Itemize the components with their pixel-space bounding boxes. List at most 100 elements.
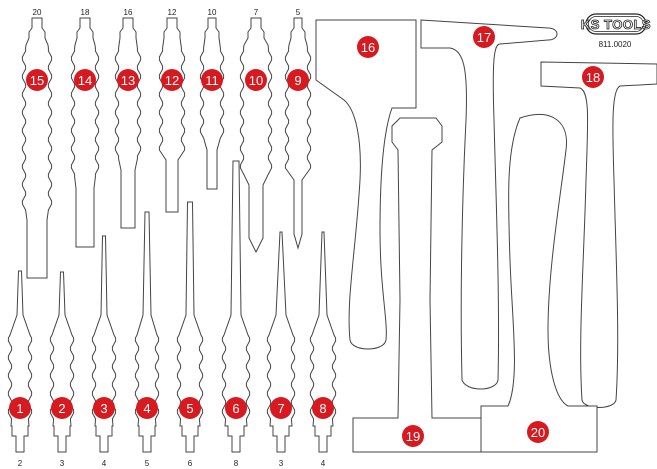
badge-number: 8 bbox=[319, 401, 326, 416]
punch-outline bbox=[7, 270, 33, 453]
size-label: 4 bbox=[102, 459, 107, 468]
badge-circle bbox=[93, 397, 115, 419]
badge-circle bbox=[161, 69, 183, 91]
badge-5: 5 bbox=[179, 397, 201, 419]
size-label: 6 bbox=[188, 459, 193, 468]
badge-circle bbox=[26, 69, 48, 91]
badge-circle bbox=[51, 397, 73, 419]
badge-number: 10 bbox=[249, 73, 263, 88]
badge-circle bbox=[473, 26, 495, 48]
badge-circle bbox=[402, 425, 424, 447]
size-label: 8 bbox=[234, 459, 239, 468]
badge-number: 11 bbox=[205, 73, 219, 88]
hammer-17-outline bbox=[420, 19, 558, 390]
badge-18: 18 bbox=[582, 66, 604, 88]
punch-outline bbox=[221, 160, 251, 453]
punch-outline bbox=[134, 211, 160, 453]
badge-6: 6 bbox=[225, 397, 247, 419]
badge-circle bbox=[179, 397, 201, 419]
badge-10: 10 bbox=[245, 69, 267, 91]
badge-9: 9 bbox=[287, 69, 309, 91]
badge-number: 6 bbox=[232, 401, 239, 416]
badge-circle bbox=[287, 69, 309, 91]
badge-8: 8 bbox=[312, 397, 334, 419]
punch-outline bbox=[239, 17, 273, 254]
badge-number: 3 bbox=[100, 401, 107, 416]
badge-17: 17 bbox=[473, 26, 495, 48]
badge-circle bbox=[582, 66, 604, 88]
size-label: 5 bbox=[296, 8, 301, 17]
punch-outline bbox=[21, 17, 53, 279]
part-number: 811.0020 bbox=[599, 40, 632, 49]
badge-1: 1 bbox=[9, 397, 31, 419]
badge-circle bbox=[312, 397, 334, 419]
badge-number: 17 bbox=[477, 30, 491, 45]
badge-number: 20 bbox=[531, 425, 545, 440]
punch-outline bbox=[284, 17, 312, 250]
badge-circle bbox=[357, 36, 379, 58]
badge-number: 18 bbox=[586, 70, 600, 85]
badge-number: 13 bbox=[121, 73, 135, 88]
badge-number: 7 bbox=[277, 401, 284, 416]
size-label: 10 bbox=[208, 8, 217, 17]
hammer-20-outline bbox=[480, 114, 598, 453]
size-label: 2 bbox=[18, 459, 23, 468]
badge-number: 2 bbox=[58, 401, 65, 416]
punch-outline bbox=[70, 17, 100, 248]
badge-19: 19 bbox=[402, 425, 424, 447]
badge-circle bbox=[117, 69, 139, 91]
hammer-18-outline bbox=[540, 61, 657, 408]
badge-number: 15 bbox=[30, 73, 44, 88]
size-label: 12 bbox=[168, 8, 177, 17]
badge-circle bbox=[136, 397, 158, 419]
size-label: 3 bbox=[279, 459, 284, 468]
punch-outline bbox=[114, 17, 142, 229]
badge-circle bbox=[201, 69, 223, 91]
badge-20: 20 bbox=[527, 421, 549, 443]
size-label: 18 bbox=[81, 8, 90, 17]
badge-4: 4 bbox=[136, 397, 158, 419]
badge-number: 12 bbox=[165, 73, 179, 88]
badge-11: 11 bbox=[201, 69, 223, 91]
punch-outline bbox=[176, 201, 204, 453]
size-label: 16 bbox=[124, 8, 133, 17]
badge-number: 19 bbox=[406, 429, 420, 444]
size-label: 3 bbox=[60, 459, 65, 468]
badge-number: 4 bbox=[143, 401, 150, 416]
badge-number: 1 bbox=[16, 401, 23, 416]
punch-outline bbox=[91, 235, 117, 453]
punch-outline bbox=[158, 17, 186, 213]
logo-badge-inner bbox=[588, 16, 644, 32]
tool-outlines bbox=[7, 17, 657, 453]
hammer-16-outline bbox=[315, 19, 417, 350]
badge-number: 9 bbox=[294, 73, 301, 88]
badge-circle bbox=[9, 397, 31, 419]
badge-12: 12 bbox=[161, 69, 183, 91]
size-label: 5 bbox=[145, 459, 150, 468]
size-label: 4 bbox=[321, 459, 326, 468]
badge-number: 14 bbox=[78, 73, 92, 88]
badge-circle bbox=[245, 69, 267, 91]
badge-2: 2 bbox=[51, 397, 73, 419]
ks-tools-logo: KS TOOLS bbox=[580, 13, 651, 35]
size-label: 7 bbox=[254, 8, 259, 17]
badge-16: 16 bbox=[357, 36, 379, 58]
logo-badge bbox=[585, 13, 647, 35]
badge-number: 16 bbox=[361, 40, 375, 55]
punch-outline bbox=[266, 231, 296, 453]
punch-outline bbox=[199, 17, 225, 190]
badge-number: 5 bbox=[186, 401, 193, 416]
logo-brand-text: KS TOOLS bbox=[581, 17, 651, 32]
punch-outline bbox=[49, 271, 75, 453]
punch-outline bbox=[309, 231, 337, 453]
badge-circle bbox=[74, 69, 96, 91]
badge-circle bbox=[527, 421, 549, 443]
badge-13: 13 bbox=[117, 69, 139, 91]
badge-14: 14 bbox=[74, 69, 96, 91]
size-label: 20 bbox=[33, 8, 42, 17]
badge-circle bbox=[225, 397, 247, 419]
badge-7: 7 bbox=[270, 397, 292, 419]
badge-circle bbox=[270, 397, 292, 419]
badge-15: 15 bbox=[26, 69, 48, 91]
